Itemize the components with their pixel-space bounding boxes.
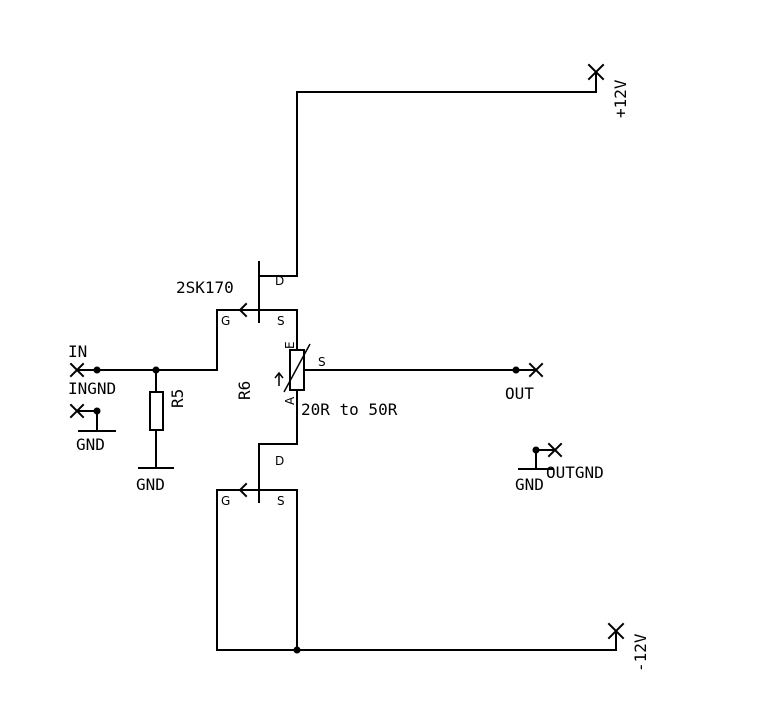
lower-gate-pin: G [221, 494, 230, 508]
lower-jfet [216, 443, 298, 503]
upper-gate-pin: G [221, 314, 230, 328]
upper-source-pin: S [277, 314, 285, 328]
input-wire [76, 309, 218, 371]
ingnd-gnd-label: GND [76, 435, 105, 454]
vneg-label: -12V [631, 633, 650, 672]
r6-label: R6 [235, 381, 254, 400]
pot-pin-s: S [318, 355, 326, 369]
outgnd-label: OUTGND [546, 463, 604, 482]
outgnd-junction [532, 446, 540, 454]
source-junction [293, 646, 301, 654]
input-junction [93, 366, 101, 374]
resistor-r5 [138, 369, 174, 469]
lower-source-pin: S [277, 494, 285, 508]
transistor-label: 2SK170 [176, 278, 234, 297]
negative-supply-wire [216, 489, 617, 651]
positive-supply-wire [258, 71, 597, 277]
pot-pin-a: A [283, 396, 297, 405]
ingnd-junction [93, 407, 101, 415]
ingnd-label: INGND [68, 379, 116, 398]
out-label: OUT [505, 384, 534, 403]
vpos-port-marker [587, 63, 605, 81]
lower-drain-pin: D [275, 454, 284, 468]
in-label: IN [68, 342, 87, 361]
r5-gnd-label: GND [136, 475, 165, 494]
pot-pin-e: E [283, 341, 297, 349]
vneg-port-marker [607, 622, 625, 640]
vpos-label: +12V [611, 79, 630, 118]
upper-jfet [216, 261, 298, 345]
out-port-marker [528, 362, 544, 378]
potentiometer-r6 [274, 343, 517, 445]
upper-drain-pin: D [275, 274, 284, 288]
r6-range-label: 20R to 50R [301, 400, 398, 419]
r5-label: R5 [168, 389, 187, 408]
outgnd-gnd-label: GND [515, 475, 544, 494]
